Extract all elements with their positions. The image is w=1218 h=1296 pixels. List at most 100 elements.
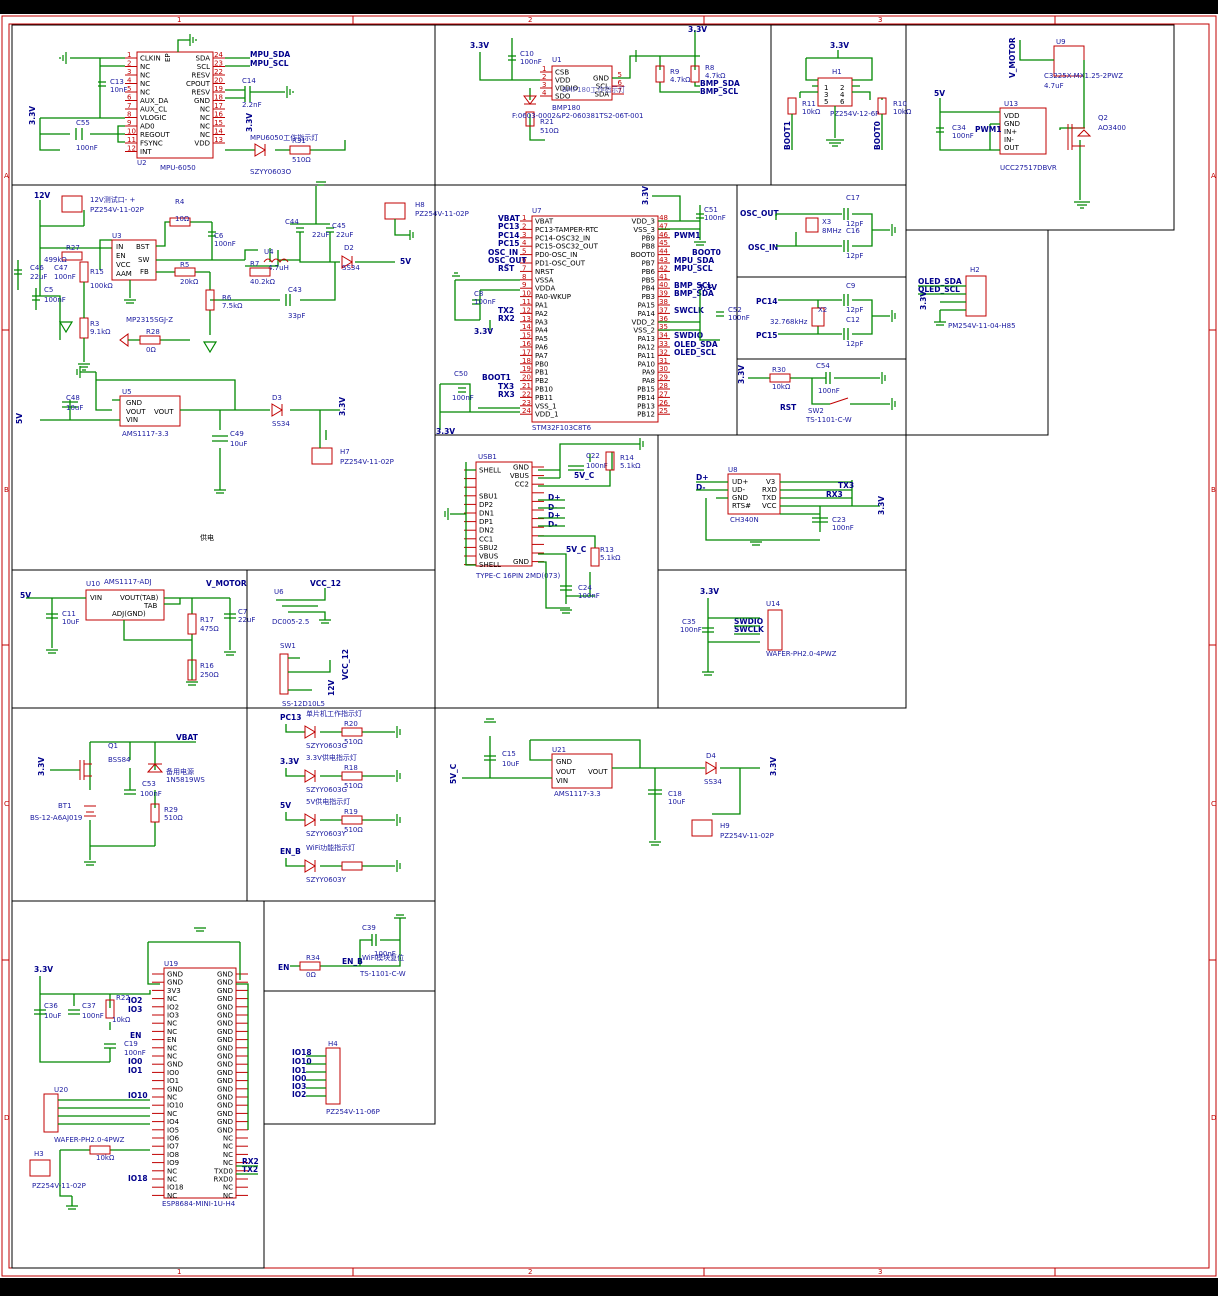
mpu6050-block: CLKIN1NC2NC3NC4NC5AUX_DA6AUX_CL7VLOGIC8A… [28, 34, 346, 176]
net-3v3-u5: 3.3V [338, 397, 347, 416]
u13-pin-inp: IN+ [1004, 128, 1017, 136]
esp-right-name-17: GND [217, 1110, 233, 1118]
c46-ref: C46 [30, 264, 44, 272]
r6-ref: R6 [222, 294, 232, 302]
usb-left-name-11: SHELL [479, 561, 501, 569]
esp-ref: U19 [164, 960, 178, 968]
stm-left-num-17: 18 [522, 357, 531, 365]
stm-left-num-3: 4 [522, 239, 527, 247]
c36-value: 10uF [44, 1012, 61, 1020]
net-bmp-scl: BMP_SCL [700, 87, 738, 96]
u21-value: AMS1117-3.3 [554, 790, 601, 798]
stm-left-num-18: 19 [522, 365, 531, 373]
esp-right-name-27: NC [223, 1192, 233, 1200]
stm-right-name-13: VSS_2 [633, 327, 655, 335]
u20-value: WAFER-PH2.0-4PWZ [54, 1136, 125, 1144]
mpu-left-num-11: 12 [127, 145, 136, 153]
u13-pin-vdd: VDD [1004, 112, 1020, 120]
stm-left-name-0: VBAT [535, 218, 554, 226]
stm-right-num-17: 31 [659, 357, 668, 365]
led-label-1: 3.3V供电指示灯 [306, 753, 357, 762]
stm-right-num-20: 28 [659, 382, 668, 390]
c49-value: 10uF [230, 440, 247, 448]
usb-left-name-4: DP2 [479, 501, 493, 509]
u3-ref: U3 [112, 232, 122, 240]
q2-value: AO3400 [1098, 124, 1126, 132]
esp-right-name-8: GND [217, 1036, 233, 1044]
stm-right-num-14: 34 [659, 332, 668, 340]
esp-left-name-7: NC [167, 1028, 177, 1036]
c50-value: 100nF [452, 394, 474, 402]
esp-right-name-3: GND [217, 995, 233, 1003]
c48-ref: C48 [66, 394, 80, 402]
usb-left-name-3: SBU1 [479, 492, 498, 500]
u8-pin-txd: TXD [761, 494, 776, 502]
net-tx2-esp: TX2 [242, 1165, 258, 1174]
net-vbat-stm: VBAT [498, 214, 521, 223]
esp-right-name-23: NC [223, 1159, 233, 1167]
mpu6050-chip [136, 51, 214, 159]
usb-left-name-9: SBU2 [479, 544, 498, 552]
h1-pin-5: 5 [824, 98, 828, 106]
bmp-left-name-2: VDDIO [555, 85, 579, 93]
bmp-right-name-1: SCL [596, 83, 609, 91]
net-oscin-stm: OSC_IN [488, 248, 518, 257]
h7-value: PZ254V-11-02P [340, 458, 394, 466]
row-marker-c: C [4, 800, 9, 808]
net-3v3-stm3: 3.3V [474, 327, 493, 336]
esp-left-name-24: NC [167, 1167, 177, 1175]
u6-value: DC005-2.5 [272, 618, 309, 626]
stm-right-name-15: PA12 [638, 344, 655, 352]
reset-block: 3.3V R30 10kΩ C54 100nF RST SW2 TS-1101-… [737, 362, 896, 424]
c55-ref: C55 [76, 119, 90, 127]
sw1-value: SS-12D10L5 [282, 700, 325, 708]
h1-pin-6: 6 [840, 98, 845, 106]
u13-ref: U13 [1004, 100, 1018, 108]
vmotor-ldo-block: U10 AMS1117-ADJ VIN VOUT(TAB) TAB ADJ(GN… [20, 578, 255, 686]
net-oled-sda-stm: OLED_SDA [674, 340, 718, 349]
c34-value: 100nF [952, 132, 974, 140]
h1-pin-4: 4 [840, 91, 845, 99]
mpu-left-name-7: VLOGIC [140, 114, 166, 122]
r9-ref: R9 [670, 68, 679, 76]
bmp180-chip [551, 65, 613, 101]
bmp-led-label: BMP180工作指示灯 [562, 85, 625, 94]
c6-value: 100nF [214, 240, 236, 248]
row-marker-a-right: A [1211, 172, 1216, 180]
net-rx3-ch340: RX3 [826, 490, 843, 499]
mpu-right-num-10: 13 [214, 136, 223, 144]
r31-ref: R31 [292, 137, 306, 145]
bmp-left-num-0: 1 [542, 65, 546, 73]
c12-ref: C12 [846, 316, 860, 324]
u5-chip [119, 395, 181, 427]
u8-pin-rxd: RXD [762, 486, 777, 494]
c35-ref: C35 [682, 618, 696, 626]
c16-ref: C16 [846, 227, 860, 235]
esp-chip [163, 967, 237, 1199]
stm-right-name-4: BOOT0 [631, 251, 655, 259]
esp-left-name-18: IO4 [167, 1118, 180, 1126]
r13-ref: R13 [600, 546, 614, 554]
net-vcc12-sw1: VCC_12 [341, 649, 350, 680]
stm-right-num-2: 46 [659, 231, 668, 239]
c43-value: 33pF [288, 312, 305, 320]
r16-value: 250Ω [200, 671, 219, 679]
r22-ref: R22 [116, 994, 130, 1002]
buck-block: 12V 12V测试口- + PZ254V-11-02P U3 MP2315SGJ… [14, 181, 469, 542]
u14-ref: U14 [766, 600, 781, 608]
net-oled-scl-h2: OLED_SCL [918, 285, 960, 294]
esp-left-name-16: IO10 [167, 1102, 183, 1110]
ldo-u21-block: U21 AMS1117-3.3 GND VOUT VIN VOUT 5V_C C… [449, 718, 778, 846]
net-3v3-h1: 3.3V [830, 41, 849, 50]
net-pc14-x2: PC14 [756, 297, 777, 306]
net-io3-h4: IO3 [292, 1082, 306, 1091]
esp-right-name-11: GND [217, 1061, 233, 1069]
mpu-led-part: SZYY0603O [250, 168, 292, 176]
net-dn-usb2: D- [548, 520, 557, 529]
r11-ref: R11 [802, 100, 816, 108]
net-12v: 12V [34, 191, 50, 200]
esp-right-name-0: GND [217, 971, 233, 979]
stm32-ref: U7 [532, 207, 542, 215]
